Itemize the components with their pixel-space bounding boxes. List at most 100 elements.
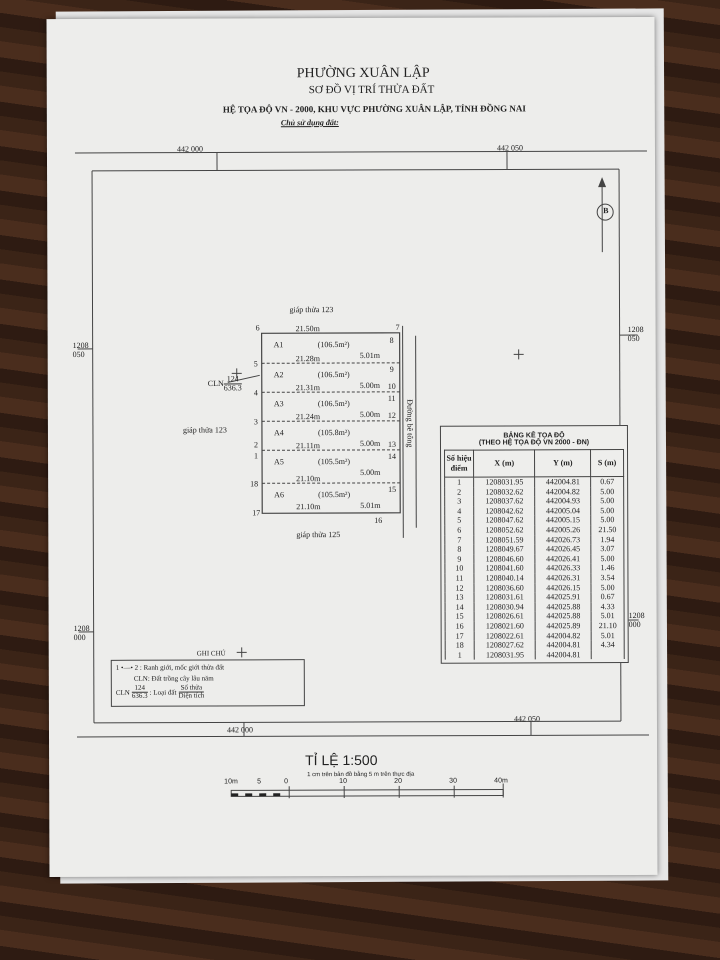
lot-top-length: 21.28m — [295, 354, 320, 364]
table-cell: 1208032.62 — [473, 486, 536, 497]
lot-name: A4 — [273, 428, 284, 438]
table-cell: 5.00 — [590, 553, 624, 564]
table-cell: 3.54 — [591, 572, 624, 583]
point-label: 18 — [250, 479, 259, 489]
table-cell: 5.01 — [591, 630, 625, 641]
point-label: 11 — [387, 393, 396, 403]
point-label: 16 — [374, 515, 383, 525]
column-header: S (m) — [590, 449, 624, 477]
table-cell: 1208036.60 — [473, 582, 536, 593]
point-label: 12 — [387, 410, 396, 420]
table-cell: 5.00 — [590, 505, 624, 516]
point-label: 8 — [389, 335, 394, 345]
point-label: 2 — [253, 440, 259, 450]
table-cell: 442004.82 — [535, 630, 592, 641]
lot-side-length: 5.01m — [359, 350, 380, 360]
table-cell: 1.46 — [591, 563, 624, 574]
table-cell: 442005.26 — [535, 525, 591, 535]
table-cell: 1208047.62 — [473, 515, 536, 526]
table-cell: 1208051.59 — [473, 534, 536, 545]
scale-title: TỈ LỆ 1:500 — [305, 751, 378, 769]
table-cell: 1208031.95 — [474, 650, 536, 660]
table-cell: 0.67 — [591, 592, 625, 602]
table-cell: 1208046.60 — [473, 554, 536, 564]
table-cell: 18 — [445, 640, 475, 651]
grid-label-top-left: 442 000 — [176, 144, 203, 154]
legend-box: 1 •—• 2 : Ranh giới, mốc giới thửa đất C… — [110, 659, 305, 707]
table-cell: 21.50 — [590, 525, 624, 535]
lot-side-length: 5.00m — [359, 438, 381, 448]
point-label: 14 — [388, 451, 397, 461]
table-cell: 1208031.95 — [473, 476, 536, 488]
table-cell: 1208052.62 — [473, 525, 536, 536]
table-cell: 1208040.14 — [473, 573, 536, 584]
table-cell: 0.67 — [590, 476, 624, 487]
table-cell: 1 — [444, 477, 474, 488]
legend-title: GHI CHÚ — [196, 649, 226, 658]
grid-label-bottom-right: 442 050 — [513, 714, 540, 724]
table-cell: 1208027.62 — [474, 640, 536, 651]
table-cell: 1208021.60 — [474, 621, 536, 632]
point-label: 10 — [387, 381, 396, 391]
table-cell: 442004.81 — [535, 640, 592, 651]
point-label: 17 — [252, 508, 261, 518]
lot-top-length: 21.10m — [296, 474, 321, 484]
table-cell: 442004.81 — [535, 649, 592, 660]
table-cell: 442005.15 — [535, 515, 591, 526]
table-cell: 442005.04 — [535, 505, 591, 516]
table-cell: 2 — [444, 487, 474, 497]
neighbor-left: giáp thửa 123 — [182, 425, 227, 435]
point-label: 6 — [255, 323, 260, 333]
neighbor-bottom: giáp thửa 125 — [296, 530, 341, 540]
table-cell: 442026.33 — [535, 563, 592, 574]
table-cell: 442004.81 — [535, 476, 591, 487]
table-cell: 1 — [445, 650, 475, 660]
table-cell: 3.07 — [590, 544, 624, 554]
table-cell: 1208041.60 — [473, 563, 536, 574]
column-header: X (m) — [473, 449, 536, 478]
table-cell — [591, 649, 625, 660]
table-cell: 1.94 — [590, 534, 624, 545]
table-cell: 1208022.61 — [474, 630, 536, 641]
lot-top-length: 21.50m — [295, 324, 320, 334]
table-cell: 5.00 — [590, 515, 624, 526]
lot-side-length: 5.01m — [360, 500, 381, 510]
road-label: Đường bê tông — [405, 399, 415, 448]
table-cell: 8 — [444, 544, 474, 555]
table-cell: 5.00 — [590, 496, 624, 506]
table-cell: 7 — [444, 535, 474, 545]
lot-area: (105.5m²) — [318, 490, 351, 500]
table-cell: 13 — [445, 592, 475, 603]
table-cell: 442026.73 — [535, 534, 591, 545]
bottom-length: 21.10m — [296, 502, 321, 512]
table-cell: 442004.82 — [535, 486, 591, 497]
lot-name: A6 — [274, 490, 284, 500]
table-cell: 6 — [444, 525, 474, 536]
table-cell: 5.00 — [590, 486, 624, 497]
table-cell: 12 — [444, 583, 475, 593]
table-cell: 1208037.62 — [473, 496, 536, 507]
table-cell: 442026.31 — [535, 573, 592, 583]
scale-tick: 10m — [224, 778, 238, 786]
table-cell: 4 — [444, 506, 474, 517]
scale-tick: 10 — [339, 778, 347, 786]
point-label: 5 — [253, 359, 258, 369]
lot-area: (106.5m²) — [317, 340, 350, 350]
table-cell: 1208031.61 — [474, 592, 536, 603]
table-cell: 442026.15 — [535, 582, 592, 593]
